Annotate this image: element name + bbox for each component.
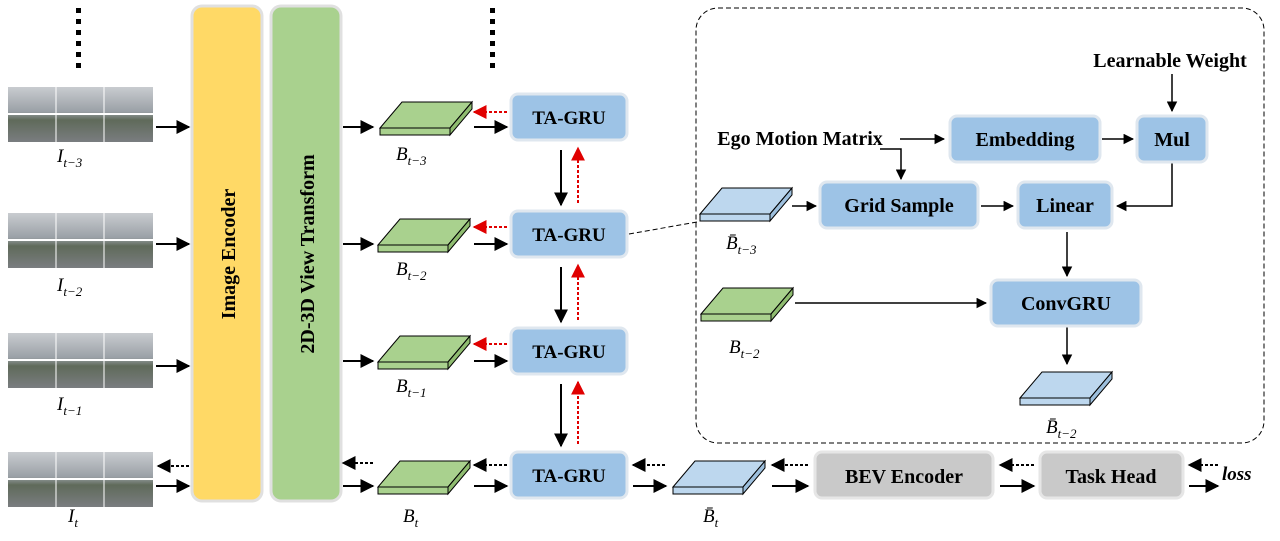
ta-gru-block-3: TA-GRU	[509, 326, 629, 376]
ta-gru-block-4: TA-GRU	[509, 450, 629, 500]
convgru-block: ConvGRU	[989, 278, 1143, 328]
image-encoder-label: Image Encoder	[218, 189, 240, 320]
mul-block: Mul	[1135, 114, 1209, 164]
bev-to-tagru-arrows	[474, 120, 509, 493]
transform-to-bev-arrows	[341, 120, 375, 493]
linear-block: Linear	[1016, 180, 1114, 230]
task-head-label: Task Head	[1066, 466, 1157, 488]
fused-bev-feature	[671, 459, 767, 496]
frame-label: It−1	[56, 394, 82, 418]
frame-label: It−3	[56, 146, 83, 170]
convgru-label: ConvGRU	[1021, 293, 1111, 315]
bev-feature-t-3	[378, 100, 474, 137]
ta-gru-block-2: TA-GRU	[509, 209, 629, 259]
grid-sample-block: Grid Sample	[818, 180, 980, 230]
ellipsis-left	[76, 8, 81, 68]
detail-output-feature	[1018, 370, 1114, 407]
bev-feature-t	[376, 459, 472, 496]
mul-label: Mul	[1154, 129, 1190, 151]
detail-panel	[695, 7, 1265, 444]
bottom-pipeline-arrows	[631, 458, 1220, 493]
camera-image-t-1	[8, 333, 153, 388]
detail-input-cur-label: Bt−2	[729, 337, 760, 361]
view-transform-label: 2D-3D View Transform	[297, 154, 319, 354]
grid-sample-label: Grid Sample	[844, 195, 954, 217]
linear-label: Linear	[1036, 195, 1094, 217]
detail-input-cur-feature	[699, 286, 795, 323]
fused-bev-label: B̄t	[703, 506, 719, 530]
view-transform: 2D-3D View Transform	[269, 4, 343, 503]
ellipsis-middle	[490, 8, 495, 68]
bev-feature-t-2	[376, 217, 472, 254]
bev-encoder-label: BEV Encoder	[845, 466, 963, 488]
embedding-block: Embedding	[948, 114, 1102, 164]
frame-label: It−2	[56, 275, 83, 299]
task-head: Task Head	[1038, 450, 1185, 500]
zoom-connector	[628, 221, 698, 235]
gradient-back-arrows	[472, 105, 507, 351]
image-encoder: Image Encoder	[190, 4, 264, 503]
bev-label: Bt	[403, 506, 419, 530]
bev-label: Bt−3	[396, 144, 427, 168]
ta-gru-label: TA-GRU	[532, 342, 606, 363]
image-to-encoder-arrows	[156, 120, 191, 493]
learnable-weight-label: Learnable Weight	[1093, 50, 1247, 72]
ta-gru-label: TA-GRU	[532, 466, 606, 487]
detail-input-prev-feature	[698, 186, 794, 223]
camera-image-t-3	[8, 87, 153, 142]
frame-label: It	[67, 506, 78, 530]
ego-motion-label: Ego Motion Matrix	[717, 128, 883, 150]
camera-image-t	[8, 452, 153, 507]
detail-arrows	[792, 74, 1178, 366]
camera-image-t-2	[8, 213, 153, 268]
bev-encoder: BEV Encoder	[813, 450, 995, 500]
embedding-label: Embedding	[976, 129, 1075, 151]
detail-input-prev-label: B̄t−3	[726, 233, 757, 257]
ta-gru-label: TA-GRU	[532, 225, 606, 246]
bev-label: Bt−2	[396, 259, 427, 283]
detail-output-label: B̄t−2	[1046, 417, 1077, 441]
ta-gru-block-1: TA-GRU	[509, 92, 629, 142]
ta-gru-label: TA-GRU	[532, 108, 606, 129]
bev-feature-t-1	[376, 334, 472, 371]
loss-label: loss	[1222, 464, 1252, 485]
bev-label: Bt−1	[396, 376, 427, 400]
